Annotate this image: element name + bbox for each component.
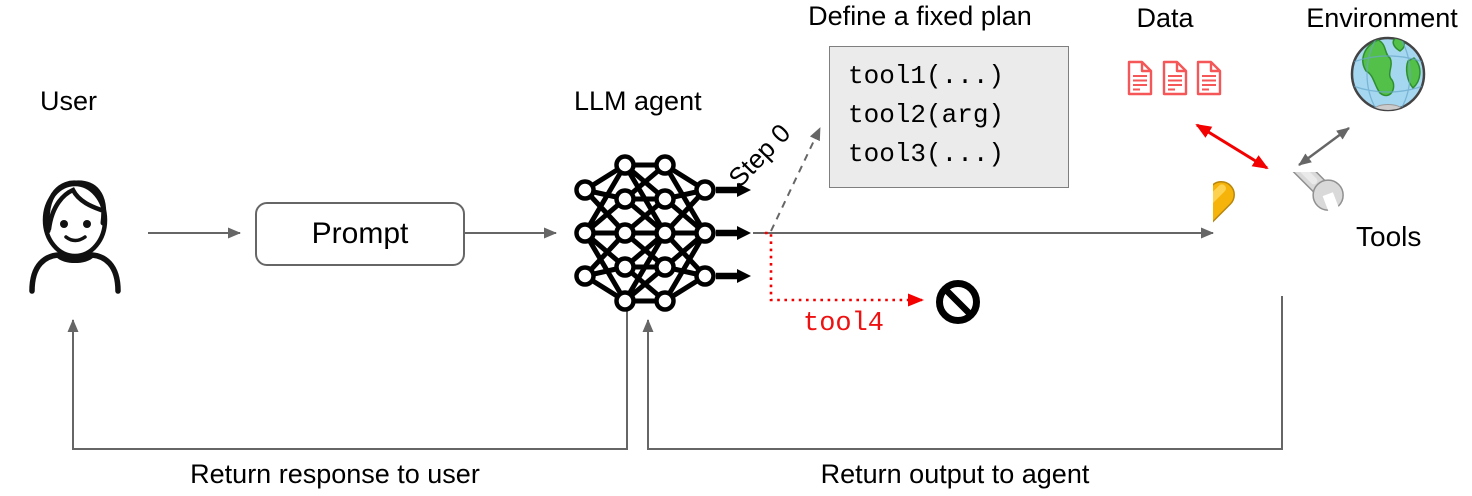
plan-box: tool1(...) tool2(arg) tool3(...) — [829, 46, 1069, 188]
data-label: Data — [1136, 3, 1194, 33]
tools-label: Tools — [1356, 221, 1422, 252]
plan-line: tool1(...) — [848, 61, 1005, 91]
arrow-tools-environment — [1298, 127, 1350, 166]
tools-icon — [1213, 172, 1344, 232]
prompt-box: Prompt — [255, 202, 465, 266]
arrow-blocked-tool4 — [765, 231, 924, 307]
user-icon — [29, 180, 121, 294]
return-response-label: Return response to user — [190, 459, 480, 489]
arrow-return-response — [67, 308, 628, 450]
arrow-tools-data — [1195, 123, 1269, 170]
environment-globe-icon — [1350, 36, 1426, 112]
prohibited-icon — [936, 280, 980, 324]
llm-agent-icon — [574, 154, 751, 312]
plan-title: Define a fixed plan — [808, 1, 1032, 31]
prompt-label: Prompt — [311, 217, 409, 250]
arrow-step0-dashed — [770, 127, 821, 232]
plan-line: tool3(...) — [848, 139, 1005, 169]
blocked-tool-label: tool4 — [803, 309, 885, 339]
user-label: User — [40, 86, 98, 116]
environment-label: Environment — [1306, 3, 1458, 33]
llm-agent-label: LLM agent — [574, 86, 702, 116]
return-output-label: Return output to agent — [820, 459, 1090, 489]
arrow-return-output — [642, 296, 1283, 450]
plan-line: tool2(arg) — [848, 100, 1005, 130]
data-documents-icon — [1127, 60, 1222, 96]
